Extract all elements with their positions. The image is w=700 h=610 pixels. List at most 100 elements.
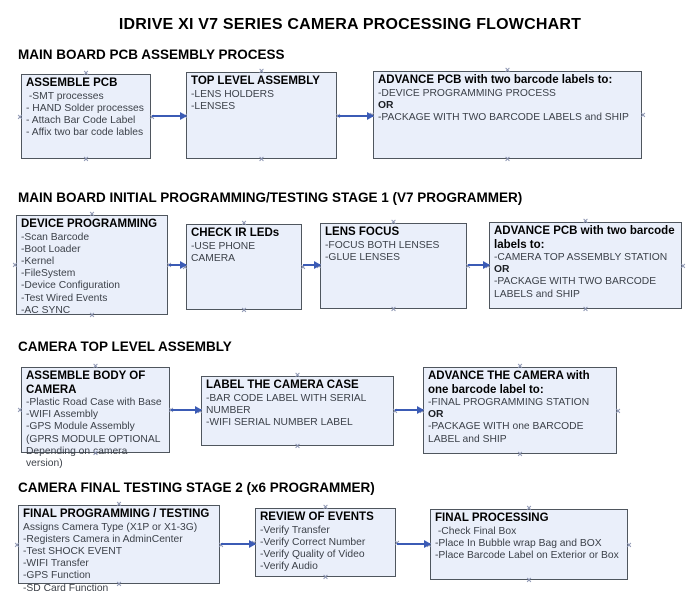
- flow-box-top-level-assembly: TOP LEVEL ASSEMBLY -LENS HOLDERS -LENSES…: [182, 67, 340, 164]
- flow-arrow-7: [395, 405, 424, 414]
- flow-arrow-2: [338, 111, 374, 120]
- connector-handle-icon: ×: [12, 260, 18, 270]
- box-item: -SD Card Function: [23, 582, 109, 594]
- flow-arrow-8: [221, 539, 256, 548]
- connector-handle-icon: ×: [17, 111, 23, 122]
- connector-handle-icon: ×: [149, 111, 155, 122]
- box-item: Depending on camera version): [26, 445, 131, 470]
- flow-arrow-1: [152, 111, 187, 120]
- connector-handle-icon: ×: [14, 539, 20, 550]
- box-title: DEVICE PROGRAMMING: [21, 218, 158, 230]
- arrowhead-icon: [483, 260, 490, 269]
- box-item: - Affix two bar code lables: [26, 127, 144, 139]
- connector-handle-icon: ×: [680, 260, 686, 271]
- flow-box-check-ir-leds: CHECK IR LEDs -USE PHONE CAMERA ××××: [182, 219, 305, 315]
- box-item: -FOCUS BOTH LENSES: [325, 239, 440, 251]
- connector-handle-icon: ×: [626, 539, 632, 550]
- box-item: -PACKAGE WITH one BARCODE LABEL and SHIP: [428, 421, 587, 445]
- box-item: -WIFI SERIAL NUMBER LABEL: [206, 416, 353, 428]
- connector-handle-icon: ×: [504, 154, 511, 164]
- box-item: - Attach Bar Code Label: [26, 114, 136, 126]
- box-item: -FINAL PROGRAMMING STATION: [428, 397, 590, 408]
- flow-box-review-of-events: REVIEW OF EVENTS -Verify Transfer -Verif…: [251, 503, 399, 582]
- box-item: -Verify Transfer: [260, 524, 330, 536]
- arrowhead-icon: [180, 111, 187, 120]
- flow-box-device-programming: DEVICE PROGRAMMING -Scan Barcode -Boot L…: [12, 210, 171, 320]
- box-title: ADVANCE PCB with two barcode labels to:: [378, 74, 613, 86]
- box-title: LABEL THE CAMERA CASE: [206, 379, 359, 391]
- box-title: FINAL PROCESSING: [435, 512, 549, 524]
- page-title: IDRIVE XI V7 SERIES CAMERA PROCESSING FL…: [118, 16, 582, 33]
- arrowhead-icon: [424, 539, 431, 548]
- arrowhead-icon: [367, 111, 374, 120]
- flow-box-advance-pcb-to-camera-top: ADVANCE PCB with two barcode labels to: …: [485, 217, 685, 314]
- box-item: -Test SHOCK EVENT: [23, 545, 122, 557]
- connector-handle-icon: ×: [218, 539, 224, 550]
- box-item: -Boot Loader: [21, 243, 81, 255]
- box-item: -Check Final Box: [435, 525, 517, 537]
- box-item: -Test Wired Events: [21, 292, 108, 304]
- box-item: -WIFI Transfer: [23, 558, 89, 570]
- connector-handle-icon: ×: [640, 110, 646, 120]
- flow-box-label-camera-case: LABEL THE CAMERA CASE -BAR CODE LABEL WI…: [197, 371, 397, 451]
- section-heading-camera-top-assembly: CAMERA TOP LEVEL ASSEMBLY: [18, 339, 232, 354]
- box-item: -SMT processes: [26, 90, 104, 102]
- box-item: -DEVICE PROGRAMMING PROCESS: [378, 87, 556, 99]
- box-title: FINAL PROGRAMMING / TESTING: [23, 508, 210, 520]
- connector-handle-icon: ×: [241, 218, 247, 228]
- box-title: REVIEW OF EVENTS: [260, 511, 374, 523]
- box-item: -LENSES: [191, 100, 236, 112]
- connector-handle-icon: ×: [89, 209, 95, 219]
- box-item: -WIFI Assembly: [26, 409, 99, 421]
- box-item: -Device Configuration: [21, 280, 121, 292]
- box-item: -FileSystem: [21, 268, 76, 280]
- section-heading-final-testing: CAMERA FINAL TESTING STAGE 2 (x6 PROGRAM…: [18, 480, 375, 495]
- connector-handle-icon: ×: [258, 66, 265, 76]
- box-item: -BAR CODE LABEL WITH SERIAL NUMBER: [206, 392, 369, 416]
- arrowhead-icon: [195, 405, 202, 414]
- box-item: -Verify Audio: [260, 561, 318, 573]
- box-title: TOP LEVEL ASSEMBLY: [191, 75, 320, 87]
- box-item-or: OR: [378, 99, 394, 111]
- connector-handle-icon: ×: [83, 154, 89, 164]
- box-item: -Verify Correct Number: [260, 536, 366, 548]
- flow-box-assemble-body-of-camera: ASSEMBLE BODY OF CAMERA -Plastic Road Ca…: [17, 362, 173, 470]
- box-item: -Place In Bubble wrap Bag and BOX: [435, 537, 602, 549]
- flow-arrow-9: [397, 539, 431, 548]
- box-item: -Place Barcode Label on Exterior or Box: [435, 549, 619, 561]
- connector-handle-icon: ×: [92, 361, 99, 371]
- box-item: Assigns Camera Type (X1P or X1-3G): [23, 521, 198, 533]
- flow-box-final-programming-testing: FINAL PROGRAMMING / TESTING Assigns Came…: [14, 500, 223, 594]
- flow-box-advance-camera: ADVANCE THE CAMERA with one barcode labe…: [419, 362, 620, 459]
- flow-box-advance-pcb-to-programming: ADVANCE PCB with two barcode labels to: …: [369, 66, 645, 164]
- box-title: ADVANCE PCB with two barcode labels to:: [494, 225, 678, 251]
- connector-handle-icon: ×: [526, 575, 532, 585]
- connector-handle-icon: ×: [582, 216, 589, 226]
- section-heading-pcb-assembly: MAIN BOARD PCB ASSEMBLY PROCESS: [18, 47, 285, 62]
- connector-handle-icon: ×: [17, 405, 23, 415]
- connector-handle-icon: ×: [83, 68, 89, 78]
- connector-handle-icon: ×: [582, 304, 589, 314]
- flow-box-assemble-pcb: ASSEMBLE PCB -SMT processes - HAND Solde…: [17, 69, 154, 164]
- box-item: - HAND Solder processes: [26, 102, 144, 114]
- box-title: ADVANCE THE CAMERA with one barcode labe…: [428, 370, 593, 396]
- box-title: LENS FOCUS: [325, 226, 400, 238]
- box-item: -Kernel: [21, 255, 55, 267]
- box-item: -GLUE LENSES: [325, 251, 400, 263]
- box-item-or: OR: [494, 264, 510, 276]
- box-item: -PACKAGE WITH TWO BARCODE LABELS and SHI…: [494, 276, 659, 300]
- box-item: -CAMERA TOP ASSEMBLY STATION: [494, 252, 668, 263]
- box-item-or: OR: [428, 409, 444, 421]
- box-item: -Verify Quality of Video: [260, 548, 365, 560]
- flow-arrow-5: [468, 260, 490, 269]
- connector-handle-icon: ×: [322, 502, 329, 512]
- box-item: -Plastic Road Case with Base: [26, 397, 162, 408]
- box-title: CHECK IR LEDs: [191, 227, 280, 239]
- box-title: ASSEMBLE BODY OF CAMERA: [26, 370, 149, 396]
- connector-handle-icon: ×: [322, 572, 329, 582]
- flow-box-lens-focus: LENS FOCUS -FOCUS BOTH LENSES -GLUE LENS…: [316, 218, 470, 314]
- box-item: -GPS Module Assembly: [26, 421, 135, 433]
- box-item: -AC SYNC: [21, 304, 71, 316]
- box-item: -Registers Camera in AdminCenter: [23, 533, 183, 545]
